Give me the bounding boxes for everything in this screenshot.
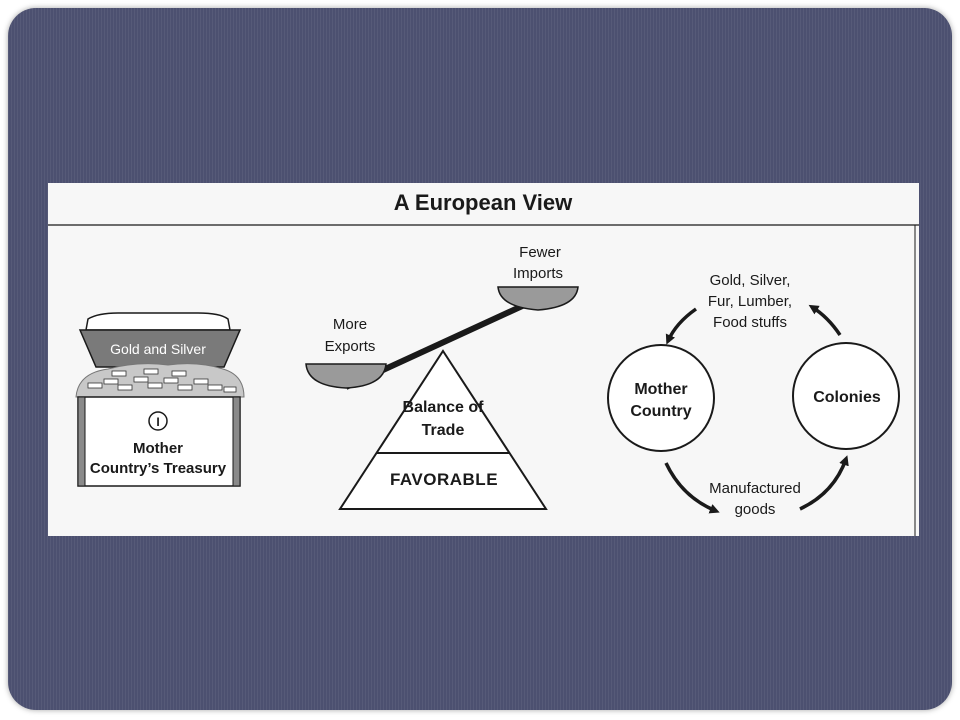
treasury-lid [85,312,231,331]
chest-right-post [232,396,241,487]
diagram-title: A European View [394,190,573,215]
balance-of-label: Balance of [403,399,485,416]
gold-silver-label: Gold and Silver [110,341,206,357]
arrow-to-mother-country [665,307,698,345]
arrow-to-colonies [799,455,849,511]
treasury-group: Gold and Silver [75,312,245,487]
goods-from-colonies-line1: Gold, Silver, [710,272,791,289]
treasury-caption-line2: Country’s Treasury [90,460,227,477]
goods-from-colonies-line2: Fur, Lumber, [708,293,792,310]
exports-pan [305,363,387,389]
imports-pan [497,286,579,311]
colonies-circle [792,342,900,450]
mother-label: Mother [634,381,687,398]
fewer-label: Fewer [519,244,561,261]
trade-label: Trade [422,422,465,439]
colonies-label: Colonies [813,389,881,406]
goods-from-colonies-line3: Food stuffs [713,314,787,331]
gold-silver-bin [78,329,242,368]
manufactured-goods-line1: Manufactured [709,480,801,497]
fulcrum-triangle [338,349,548,510]
more-label: More [333,316,367,333]
exports-label: Exports [325,338,376,355]
diagram-panel: A European View Gold and Silver [48,183,919,536]
lock-icon [148,411,168,431]
imports-label: Imports [513,265,563,282]
chest-left-post [77,396,86,487]
mother-country-circle [607,344,715,452]
balance-scale-group: Fewer Imports More Exports Balance of Tr… [305,244,579,510]
favorable-label: FAVORABLE [390,470,498,489]
country-label: Country [630,403,691,420]
treasury-caption-line1: Mother [133,440,183,457]
arrow-from-mother-country [664,462,720,514]
coin-bars [87,368,237,393]
european-view-diagram: A European View Gold and Silver [48,190,919,536]
trade-cycle-group: Mother Country Colonies Gold, Silver, Fu… [607,272,900,518]
manufactured-goods-line2: goods [735,501,776,518]
coin-pile [75,363,245,398]
lock-numeral: I [156,415,159,429]
arrow-from-colonies [808,304,842,336]
